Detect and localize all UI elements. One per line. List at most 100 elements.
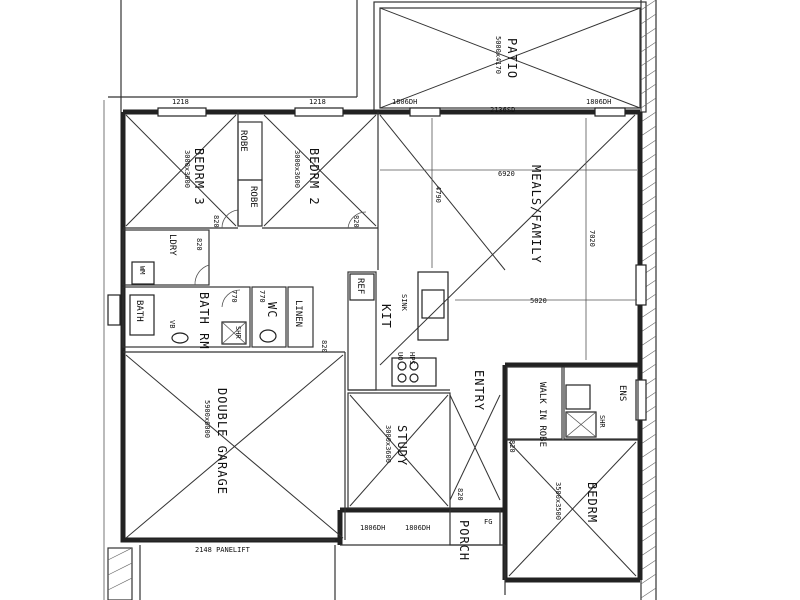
hatch-line [640, 69, 657, 81]
entry: ENTRY 820 [449, 370, 516, 501]
door-porch-dim: 820 [456, 488, 464, 501]
bedrm2-label: BEDRM 2 [307, 148, 321, 206]
hatch-line [640, 419, 657, 431]
study-size: 3000x3600 [384, 425, 392, 463]
ensuite-label: ENS [617, 385, 627, 401]
family-depth-dim: 7020 [588, 230, 596, 247]
robe-bed3: ROBE ROBE [237, 121, 263, 227]
hatch-line [640, 209, 657, 221]
hatch-line [640, 517, 657, 529]
hatch-line [640, 433, 657, 445]
garage-label: DOUBLE GARAGE [215, 388, 229, 495]
bathrm-label: BATH RM [197, 292, 211, 350]
study-label: STUDY [395, 425, 409, 466]
study: STUDY 3000x3600 [347, 392, 451, 509]
hatch-line [640, 349, 657, 361]
ensuite: ENS SHR [563, 366, 639, 440]
linen-label: LINEN [293, 300, 303, 327]
porch-label: PORCH [457, 520, 471, 561]
bedroom-3: BEDRM 3 3000x3600 820 [123, 112, 239, 229]
door-ens-dim: 820 [508, 440, 516, 453]
linen: LINEN 820 [287, 286, 328, 353]
kitchen-depth-dim: 4790 [434, 186, 442, 203]
hatch-line [640, 181, 657, 193]
shr-label-ens: SHR [598, 415, 606, 428]
family-width-dim: 6920 [498, 170, 515, 178]
hatch-line [640, 475, 657, 487]
laundry: LDRY WM 820 [122, 229, 210, 286]
door-bath-dim: 770 [230, 290, 238, 303]
hatch-line [640, 83, 657, 95]
hatch-line [640, 55, 657, 67]
shr-label-bath: SHR [234, 326, 242, 339]
hatch-line [640, 13, 657, 25]
hatch-line [640, 251, 657, 263]
kitchen-width-dim: 5020 [530, 297, 547, 305]
hps-label: HPS [408, 352, 416, 365]
robe-label: ROBE [238, 130, 248, 152]
bedrm3-label: BEDRM 3 [192, 148, 206, 206]
bedrm1-label: BEDRM [585, 482, 599, 523]
win-bed3-dim: 1218 [172, 98, 189, 106]
porch: PORCH 820 FG [449, 488, 501, 561]
patio-dh1-dim: 1806DH [392, 98, 417, 106]
front-dh1-dim: 1806DH [360, 524, 385, 532]
entry-label: ENTRY [472, 370, 486, 411]
bedrm1-size: 3500x3500 [554, 482, 562, 520]
hatch-line [640, 139, 657, 151]
bathroom: BATH BATH RM VB SHR 770 [122, 286, 251, 350]
double-garage: DOUBLE GARAGE 5900x6000 2148 PANELIFT [125, 352, 346, 600]
door-ldry-dim: 820 [195, 238, 203, 251]
hatch-line [640, 27, 657, 39]
patio-dh2-dim: 1806DH [586, 98, 611, 106]
hatch-line [640, 335, 657, 347]
patio-sd-dim: 2136SD [490, 106, 515, 114]
wc-label: WC [265, 302, 279, 318]
hatch-line [640, 97, 657, 109]
site-boundary-lines [103, 0, 358, 600]
fg-label: FG [484, 518, 492, 526]
hatch-line [640, 573, 657, 585]
hatch-line [640, 195, 657, 207]
kitchen: REF KIT SINK HPS UO [347, 271, 450, 391]
sink-label: SINK [400, 294, 408, 312]
front-dh2-dim: 1806DH [405, 524, 430, 532]
door-wc-dim: 770 [258, 290, 266, 303]
walk-in-robe-label: WALK IN ROBE [537, 382, 547, 447]
vb-label: VB [168, 320, 176, 328]
hatch-line [640, 321, 657, 333]
walk-in-robe: WALK IN ROBE [506, 366, 563, 447]
garage-door-dim: 2148 PANELIFT [195, 546, 251, 554]
ref-label: REF [355, 278, 365, 294]
hatch-line [640, 447, 657, 459]
patio-label: PATIO [505, 38, 519, 79]
hatch-line [640, 0, 657, 11]
wir-label: ROBE [248, 186, 258, 208]
hatch-line [640, 111, 657, 123]
hatch-line [640, 545, 657, 557]
garage-size: 5900x6000 [203, 400, 211, 438]
hatch-line [640, 559, 657, 571]
patio-size: 5000x4170 [494, 36, 502, 74]
hatch-line [640, 125, 657, 137]
driveway-hatch [107, 547, 133, 600]
hatch-line [640, 167, 657, 179]
hatch-line [640, 503, 657, 515]
hatch-line [640, 587, 657, 599]
ldry-label: LDRY [167, 234, 177, 256]
bedrm3-size: 3000x3600 [183, 150, 191, 188]
door-linen-dim: 820 [320, 340, 328, 353]
wc: WC 770 [251, 286, 287, 348]
hatch-line [640, 461, 657, 473]
bedroom-2: BEDRM 2 3000x3600 820 [262, 112, 379, 270]
patio: PATIO 5000x4170 [373, 1, 647, 113]
hatch-line [640, 223, 657, 235]
bedroom-1: BEDRM 3500x3500 [507, 439, 638, 577]
door-bed2-dim: 820 [352, 215, 360, 228]
meals-family: 6920 4790 7020 5020 MEALS/FAMILY [379, 114, 637, 366]
hatch-line [640, 237, 657, 249]
hatch-line [640, 41, 657, 53]
hatch-line [640, 363, 657, 375]
win-bed2-dim: 1218 [309, 98, 326, 106]
